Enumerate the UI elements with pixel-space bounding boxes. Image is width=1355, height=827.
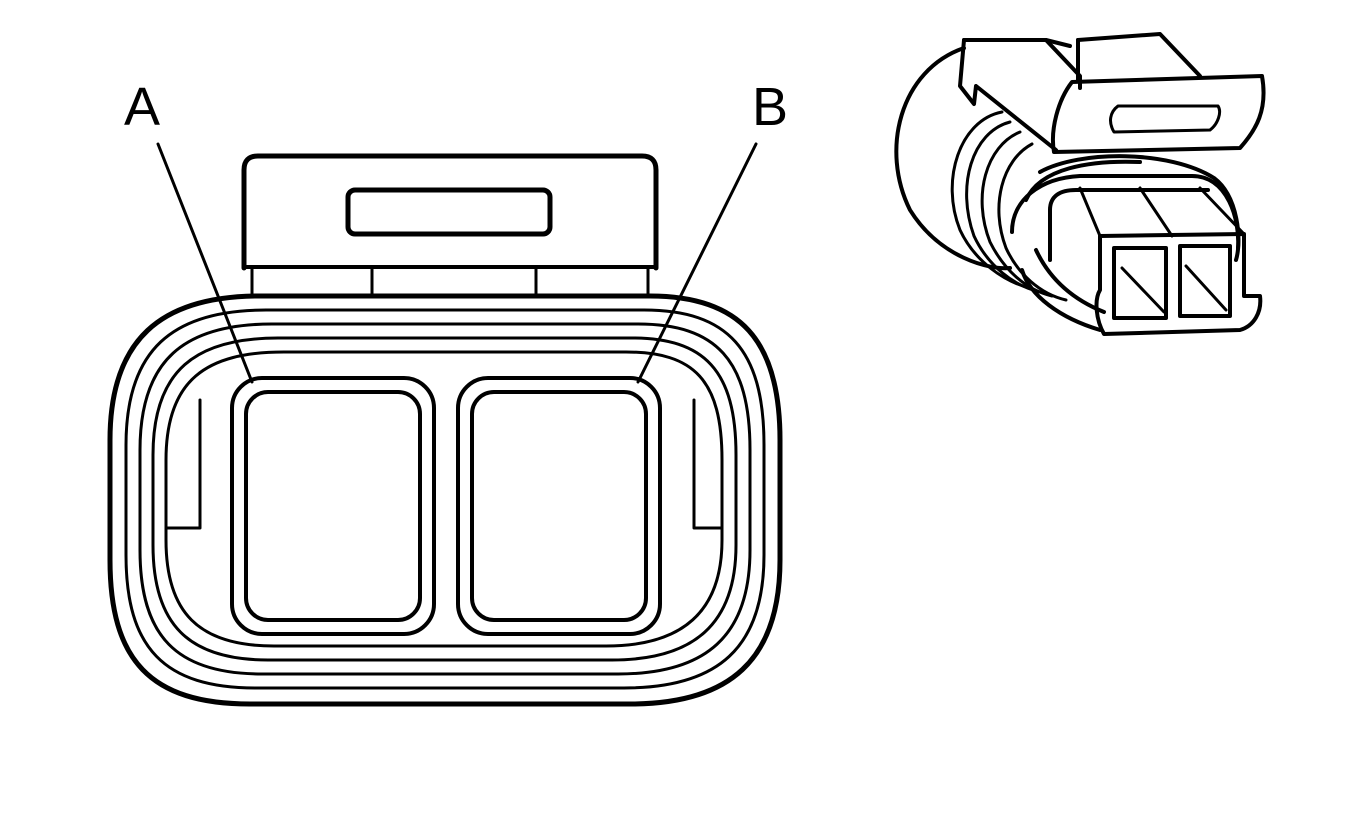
locking-tab-window	[345, 187, 553, 237]
terminal-cavity-iso-a	[1112, 246, 1168, 320]
connector-face-view	[107, 142, 783, 707]
locking-tab	[241, 153, 659, 298]
terminal-face	[1078, 186, 1263, 336]
callout-leader-a	[156, 142, 254, 384]
seal-rings	[124, 308, 766, 690]
callout-leader-b	[636, 142, 758, 384]
callout-label-b: B	[752, 77, 789, 137]
latch-window	[1109, 104, 1222, 134]
terminal-cavity-a	[230, 376, 436, 636]
connector-front-shroud	[1010, 154, 1241, 332]
keyway-notches	[164, 398, 724, 530]
connector-isometric-view	[894, 32, 1266, 336]
terminal-cavity-iso-b	[1178, 244, 1232, 318]
connector-rear-body	[894, 46, 1012, 271]
latch-assembly	[958, 32, 1266, 154]
terminal-cavity-b	[456, 376, 662, 636]
callout-label-a: A	[124, 77, 161, 137]
connector-housing-outer	[107, 293, 783, 707]
